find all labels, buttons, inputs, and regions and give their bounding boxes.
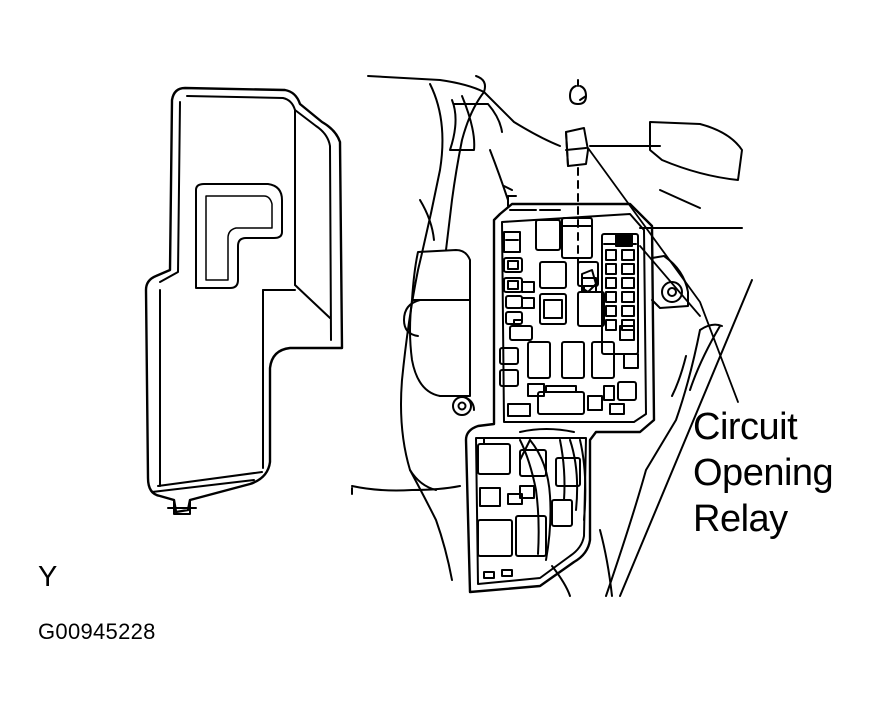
callout-line-3: Relay — [693, 498, 788, 540]
callout-leader-lines — [587, 147, 739, 403]
callout-line-2: Opening — [693, 452, 834, 494]
vehicle-body-lines — [351, 75, 753, 597]
view-indicator: Y — [38, 561, 58, 593]
callout-line-1: Circuit — [693, 406, 798, 448]
circuit-opening-relay-label: Circuit Opening Relay — [693, 404, 873, 542]
figure-id: G00945228 — [38, 619, 156, 644]
junction-box — [464, 195, 689, 594]
circuit-opening-relay — [565, 79, 597, 293]
relay-block-cover — [144, 86, 344, 515]
